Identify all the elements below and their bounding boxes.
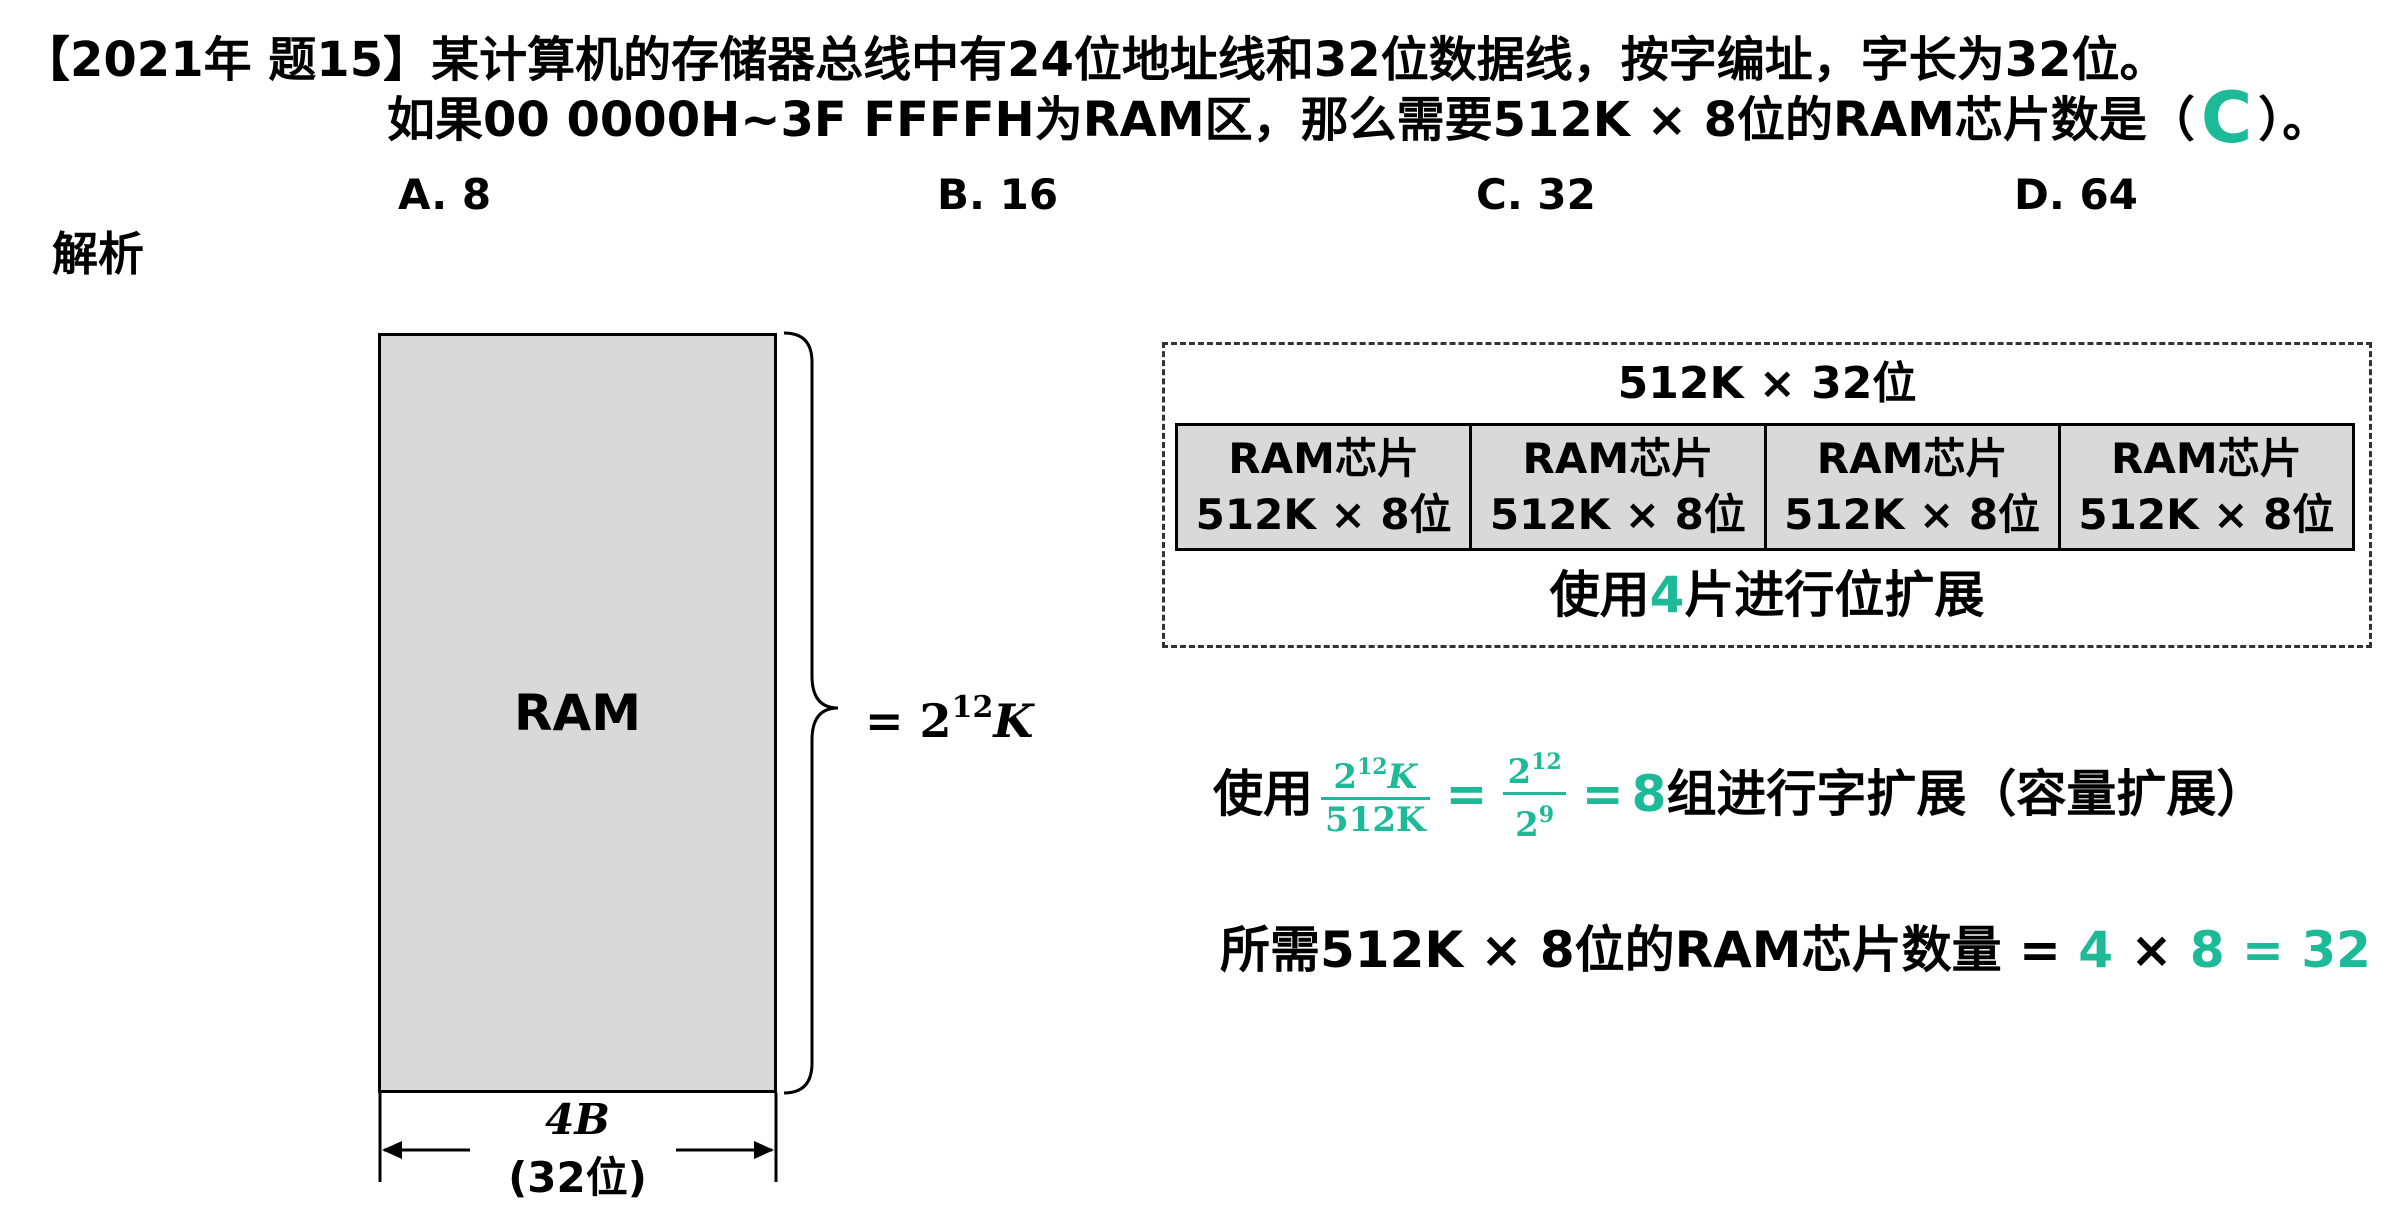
ram-block <box>378 333 777 1093</box>
fraction-1-num-unit: K <box>1387 757 1418 797</box>
chip-cell: RAM芯片 512K × 8位 <box>1767 426 2061 548</box>
fraction-1-bar <box>1321 797 1430 800</box>
ram-label: RAM <box>514 684 641 742</box>
option-b: B. 16 <box>937 170 1059 219</box>
width-arrow-right-head <box>754 1141 774 1159</box>
chip-spec: 512K × 8位 <box>1784 490 2041 539</box>
word-expand-result: 8 <box>1631 764 1667 823</box>
answer-letter: C <box>2200 77 2253 159</box>
chip-cell: RAM芯片 512K × 8位 <box>2061 426 2352 548</box>
total-factor-b: 8 <box>2189 921 2225 979</box>
fraction-2-numerator: 212 <box>1503 742 1565 792</box>
chip-name: RAM芯片 <box>1228 434 1419 483</box>
fraction-1-numerator: 212K <box>1329 747 1421 797</box>
bit-expand-suffix: 片进行位扩展 <box>1684 566 1985 624</box>
height-label-base: = 2 <box>865 694 952 748</box>
chip-name: RAM芯片 <box>1522 434 1714 483</box>
height-label-unit: K <box>993 694 1034 748</box>
fraction-2-denominator: 29 <box>1511 795 1558 845</box>
option-d: D. 64 <box>2014 170 2138 219</box>
bit-expand-note: 使用4片进行位扩展 <box>1162 560 2372 630</box>
total-prefix: 所需512K × 8位的RAM芯片数量 <box>1220 921 2002 979</box>
height-label-exp: 12 <box>951 690 994 725</box>
fraction-2-num-exp: 12 <box>1531 749 1562 775</box>
word-expand-formula: 使用 212K 512K = 212 29 = 8 组进行字扩展（容量扩展） <box>1213 742 2266 845</box>
chip-spec: 512K × 8位 <box>2078 490 2335 539</box>
analysis-title: 解析 <box>52 227 144 281</box>
word-expand-prefix: 使用 <box>1213 764 1313 823</box>
total-equals-2: = <box>2224 921 2302 979</box>
fraction-1-num-exp: 12 <box>1357 754 1388 780</box>
equals-sign-1: = <box>1445 764 1488 823</box>
width-sub-label: (32位) <box>508 1153 647 1202</box>
width-arrow-left-head <box>382 1141 402 1159</box>
total-result: 32 <box>2301 921 2371 979</box>
fraction-1-num-base: 2 <box>1333 757 1357 797</box>
chip-group-title: 512K × 32位 <box>1617 358 1917 409</box>
chip-cell: RAM芯片 512K × 8位 <box>1472 426 1767 548</box>
width-label: 4B <box>378 1092 777 1148</box>
fraction-2: 212 29 <box>1503 742 1566 845</box>
bit-expand-count: 4 <box>1649 566 1685 624</box>
total-formula: 所需512K × 8位的RAM芯片数量 = 4 × 8 = 32 <box>1220 918 2371 982</box>
fraction-1-denominator: 512K <box>1325 800 1426 840</box>
question-line-2-text: 如果00 0000H~3F FFFFH为RAM区，那么需要512K × 8位的R… <box>387 92 2195 148</box>
fraction-2-bar <box>1503 792 1566 795</box>
option-c: C. 32 <box>1476 170 1596 219</box>
total-factor-a: 4 <box>2078 921 2114 979</box>
option-a: A. 8 <box>398 170 492 219</box>
fraction-2-den-base: 2 <box>1515 805 1539 845</box>
chip-table: RAM芯片 512K × 8位 RAM芯片 512K × 8位 RAM芯片 51… <box>1175 423 2355 551</box>
chip-spec: 512K × 8位 <box>1489 490 1746 539</box>
word-expand-suffix: 组进行字扩展（容量扩展） <box>1666 764 2267 823</box>
question-line-1: 【2021年 题15】某计算机的存储器总线中有24位地址线和32位数据线，按字编… <box>22 32 2168 88</box>
width-label-text: 4B <box>545 1095 610 1144</box>
fraction-2-num-base: 2 <box>1507 752 1532 792</box>
bit-expand-prefix: 使用 <box>1549 566 1650 624</box>
chip-spec: 512K × 8位 <box>1195 490 1452 539</box>
total-equals-1: = <box>2001 921 2079 979</box>
chip-name: RAM芯片 <box>2111 434 2302 483</box>
chip-cell: RAM芯片 512K × 8位 <box>1178 426 1473 548</box>
question-line-2-end: ）。 <box>2258 92 2331 148</box>
fraction-2-den-exp: 9 <box>1538 802 1555 828</box>
question-line-2: 如果00 0000H~3F FFFFH为RAM区，那么需要512K × 8位的R… <box>387 77 2331 159</box>
height-label: = 212K <box>865 678 1033 751</box>
fraction-1: 212K 512K <box>1321 747 1430 840</box>
height-brace <box>783 331 839 1095</box>
total-times: × <box>2113 921 2190 979</box>
equals-sign-2: = <box>1581 764 1624 823</box>
chip-name: RAM芯片 <box>1816 434 2008 483</box>
chip-group-frame <box>1162 342 2372 648</box>
